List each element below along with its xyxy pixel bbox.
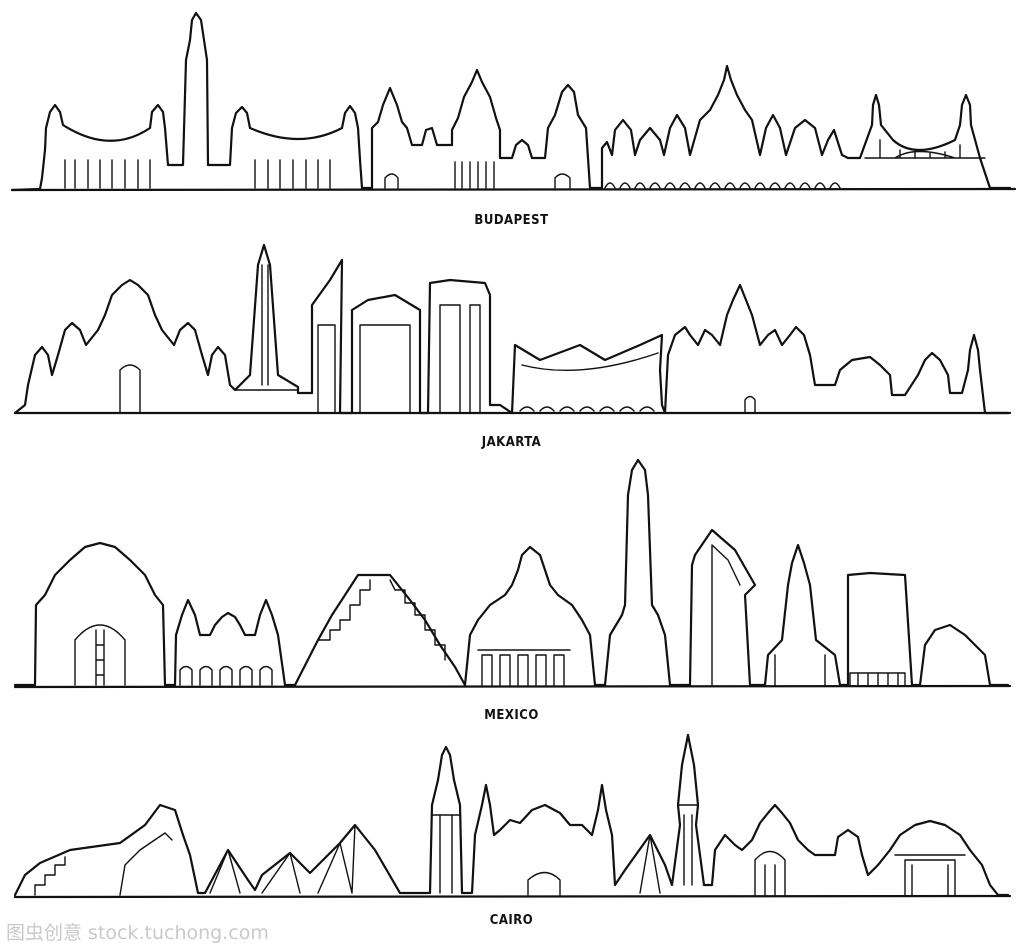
mexico-pyramid-steps [317, 579, 446, 661]
cairo-skyline-drawing [13, 733, 1012, 899]
city-label-cairo: CAIRO [489, 913, 534, 928]
cairo-skyline-outline [13, 733, 1010, 897]
budapest-skyline-drawing [10, 11, 1017, 192]
mexico-ground-line [13, 684, 1012, 689]
budapest-colonnade-right [254, 159, 331, 189]
skyline-panel-cairo: CAIRO [0, 725, 1023, 945]
budapest-bridge-cables [864, 139, 986, 159]
jakarta-pavilion-arches [519, 352, 659, 412]
mexico-palace-windows [477, 649, 571, 686]
budapest-ground-line [10, 187, 1017, 192]
budapest-palace-arches [384, 161, 571, 189]
mexico-skyline-drawing [13, 458, 1012, 689]
skyline-panel-mexico: MEXICO [0, 455, 1023, 725]
budapest-skyline-outline [10, 11, 1012, 192]
cairo-tower-details [431, 804, 699, 894]
skyline-panel-budapest: BUDAPEST [0, 0, 1023, 235]
skyline-panel-jakarta: JAKARTA [0, 235, 1023, 455]
budapest-colonnade-left [64, 159, 151, 189]
cairo-ground-line [13, 894, 1012, 899]
mexico-skyline-outline [13, 458, 1010, 687]
jakarta-tower-inner-lines [317, 304, 481, 414]
cairo-mosque-doors [527, 850, 966, 896]
jakarta-monument-base [234, 264, 299, 391]
mexico-arcade-arches [179, 665, 273, 686]
jakarta-skyline-drawing [13, 243, 1012, 415]
jakarta-temple-doors [119, 364, 756, 414]
city-label-budapest: BUDAPEST [474, 213, 549, 228]
budapest-parliament-arches [604, 182, 841, 189]
cairo-pyramids [209, 824, 661, 894]
mexico-tower-outline [711, 544, 906, 686]
jakarta-skyline-outline [13, 243, 1010, 415]
city-label-mexico: MEXICO [484, 708, 539, 723]
stock-watermark: 图虫创意 stock.tuchong.com [6, 922, 269, 944]
city-label-jakarta: JAKARTA [481, 435, 542, 450]
cairo-sphinx-steps [34, 832, 173, 896]
mexico-monument-arch [74, 624, 126, 686]
